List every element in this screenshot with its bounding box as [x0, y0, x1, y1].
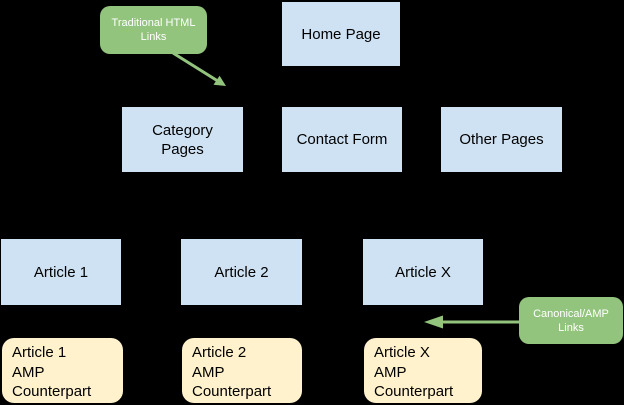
node-article-1: Article 1	[1, 239, 121, 305]
node-article-2-amp-counterpart: Article 2 AMP Counterpart	[182, 338, 302, 403]
node-category-pages-label: Category Pages	[152, 121, 213, 158]
node-other-pages: Other Pages	[441, 107, 562, 172]
node-article-x-label: Article X	[395, 263, 451, 281]
callout-canonical-amp-links: Canonical/AMP Links	[519, 297, 623, 344]
callout-traditional-html-links: Traditional HTML Links	[100, 6, 207, 54]
node-article-2-label: Article 2	[214, 263, 269, 281]
node-other-pages-label: Other Pages	[459, 131, 544, 148]
node-article-1-amp-label: Article 1 AMP Counterpart	[12, 344, 92, 400]
node-home-page-label: Home Page	[301, 25, 381, 43]
callout-canonical-amp-links-label: Canonical/AMP Links	[533, 307, 609, 334]
node-article-1-amp-counterpart: Article 1 AMP Counterpart	[2, 338, 123, 403]
node-article-x-amp-label: Article X AMP Counterpart	[374, 344, 454, 400]
traditional-links-arrow	[172, 51, 226, 86]
node-category-pages: Category Pages	[122, 107, 243, 172]
node-article-1-label: Article 1	[33, 263, 89, 281]
node-contact-form: Contact Form	[282, 107, 402, 172]
node-article-2: Article 2	[181, 239, 302, 305]
node-article-x-amp-counterpart: Article X AMP Counterpart	[364, 338, 482, 403]
node-home-page: Home Page	[282, 2, 400, 66]
node-contact-form-label: Contact Form	[296, 131, 388, 148]
canonical-links-arrow	[424, 315, 519, 329]
node-article-2-amp-label: Article 2 AMP Counterpart	[192, 344, 272, 400]
node-article-x: Article X	[363, 239, 483, 305]
callout-traditional-html-links-label: Traditional HTML Links	[111, 17, 196, 43]
